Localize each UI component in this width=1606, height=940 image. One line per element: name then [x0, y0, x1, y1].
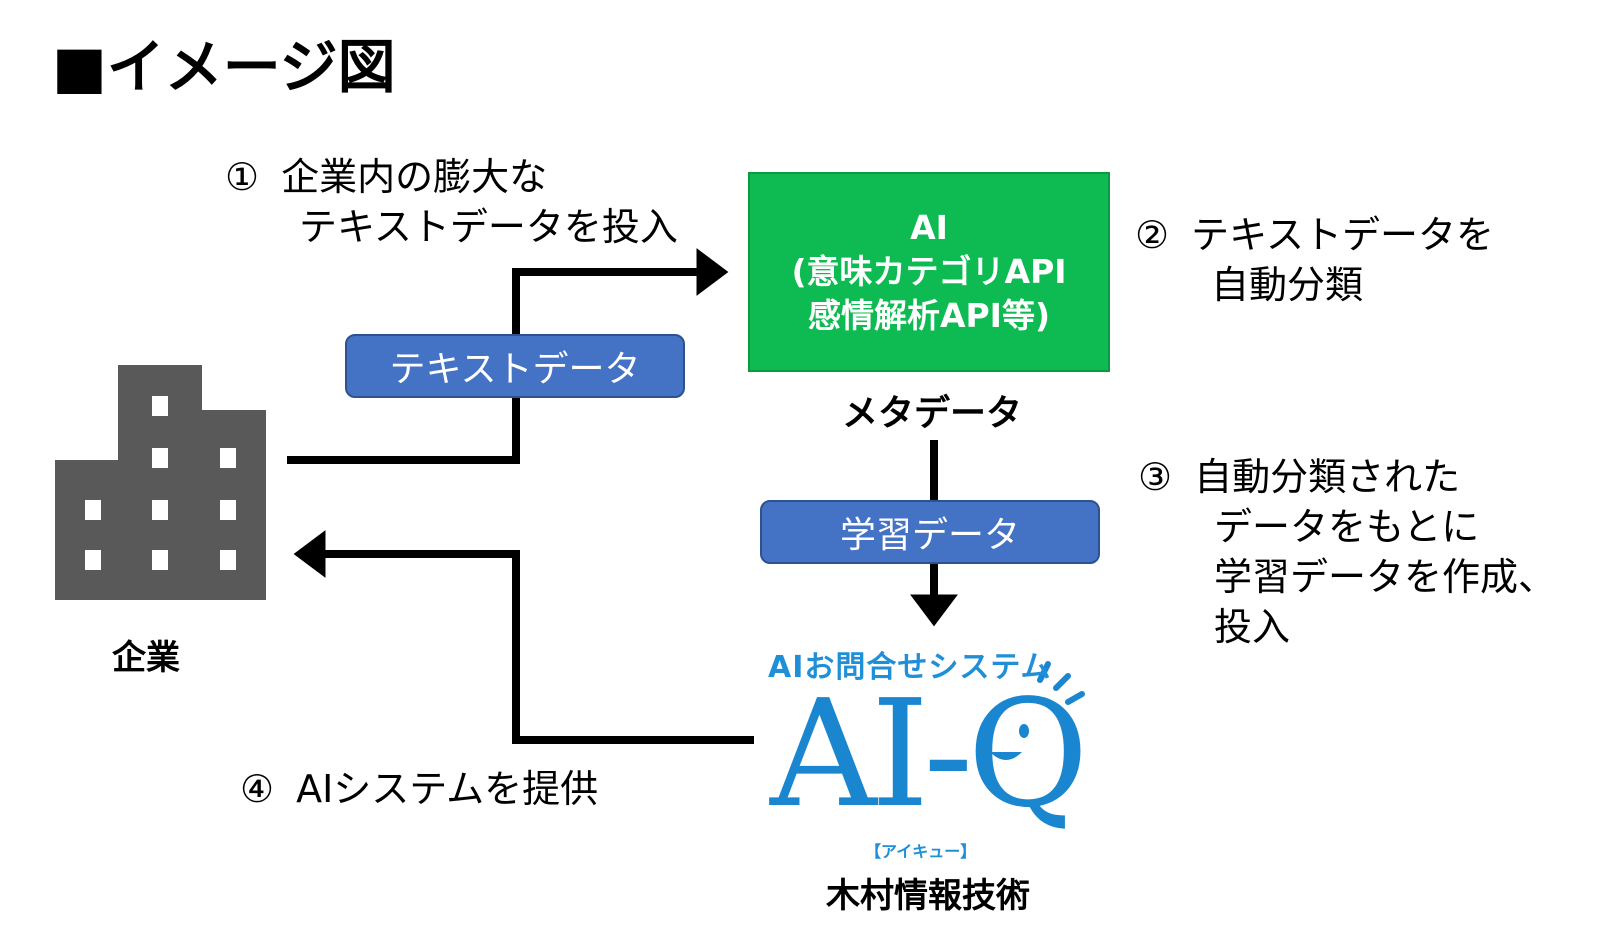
step-3-line-4: 投入	[1214, 605, 1291, 649]
ai-box-line-1: AI	[910, 208, 948, 247]
learning-data-pill: 学習データ	[760, 500, 1100, 564]
metadata-label: メタデータ	[842, 393, 1023, 434]
kimura-label: 木村情報技術	[826, 876, 1030, 916]
step-1-number: ①	[225, 155, 260, 199]
step-1-line-2: テキストデータを投入	[299, 205, 678, 249]
step-3-line-3: 学習データを作成、	[1214, 555, 1557, 599]
company-label: 企業	[112, 638, 180, 678]
ai-box-line-3: 感情解析API等)	[807, 296, 1051, 335]
step-4: ④ AIシステムを提供	[240, 764, 598, 814]
page-title: ■イメージ図	[52, 33, 396, 101]
provide-system-arrow	[293, 530, 754, 744]
logo-spark-icon	[1037, 661, 1085, 705]
step-2: ② テキストデータを 自動分類	[1135, 210, 1494, 310]
step-1-line-1: 企業内の膨大な	[281, 155, 548, 199]
aiq-logo: AI-Q	[770, 668, 1089, 840]
ai-box: AI (意味カテゴリAPI 感情解析API等)	[748, 172, 1110, 372]
step-3-line-1: 自動分類された	[1194, 455, 1461, 499]
step-1: ① 企業内の膨大な テキストデータを投入	[225, 152, 678, 252]
q-face-icon	[983, 724, 1029, 760]
step-3-line-2: データをもとに	[1214, 505, 1480, 549]
step-2-line-2: 自動分類	[1211, 263, 1364, 307]
text-data-pill: テキストデータ	[345, 334, 685, 398]
step-2-number: ②	[1135, 213, 1170, 257]
logo-reading: 【アイキュー】	[865, 842, 977, 861]
step-3-number: ③	[1138, 455, 1173, 499]
building-icon	[55, 365, 266, 600]
step-3: ③ 自動分類された データをもとに 学習データを作成、 投入	[1138, 452, 1556, 652]
logo-tagline: AIお問合せシステム	[768, 650, 1052, 685]
ai-box-line-2: (意味カテゴリAPI	[791, 252, 1067, 291]
step-4-number: ④	[240, 767, 275, 811]
step-4-line-1: AIシステムを提供	[296, 767, 599, 811]
step-2-line-1: テキストデータを	[1191, 213, 1494, 257]
